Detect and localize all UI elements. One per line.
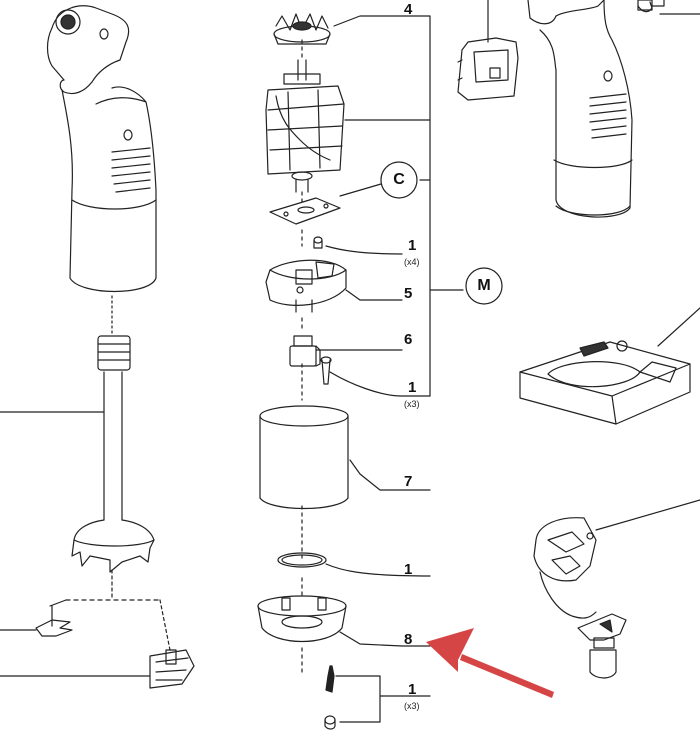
part-wall-stand — [519, 307, 700, 425]
part-coupling — [289, 335, 321, 367]
part-motor — [265, 59, 345, 193]
callout-m-circle — [465, 267, 503, 305]
part-number-4: 4 — [404, 1, 413, 18]
part-number-1b: 1 — [408, 379, 417, 396]
callout-c-label: C — [393, 171, 405, 188]
leader-lines — [315, 15, 464, 723]
part-screw-nut — [324, 665, 336, 730]
part-tube — [259, 405, 349, 510]
part-qty-1b: (x3) — [404, 399, 420, 409]
part-number-1a: 1 — [408, 237, 417, 254]
part-bell-cap — [257, 595, 347, 643]
callout-c-circle — [380, 161, 418, 199]
blender-assembled-left — [0, 5, 195, 689]
part-number-1c: 1 — [404, 561, 413, 578]
part-number-5: 5 — [404, 285, 413, 302]
part-number-6: 6 — [404, 331, 413, 348]
callout-m-label: M — [477, 277, 491, 294]
part-screw-small — [313, 236, 323, 249]
part-number-8: 8 — [404, 631, 413, 648]
part-support-assembly — [533, 499, 700, 679]
highlight-arrow — [426, 628, 554, 698]
part-gear — [273, 13, 331, 45]
part-screw-long — [320, 356, 332, 385]
part-plate-c — [269, 197, 341, 225]
part-qty-1a: (x4) — [404, 257, 420, 267]
blender-assembled-right — [527, 0, 700, 218]
part-handle-clip — [457, 0, 519, 101]
part-oring — [277, 552, 327, 568]
part-number-7: 7 — [404, 473, 413, 490]
center-exploded-stack — [257, 13, 349, 730]
part-housing — [265, 259, 347, 313]
part-qty-1d: (x3) — [404, 701, 420, 711]
part-number-1d: 1 — [408, 681, 417, 698]
